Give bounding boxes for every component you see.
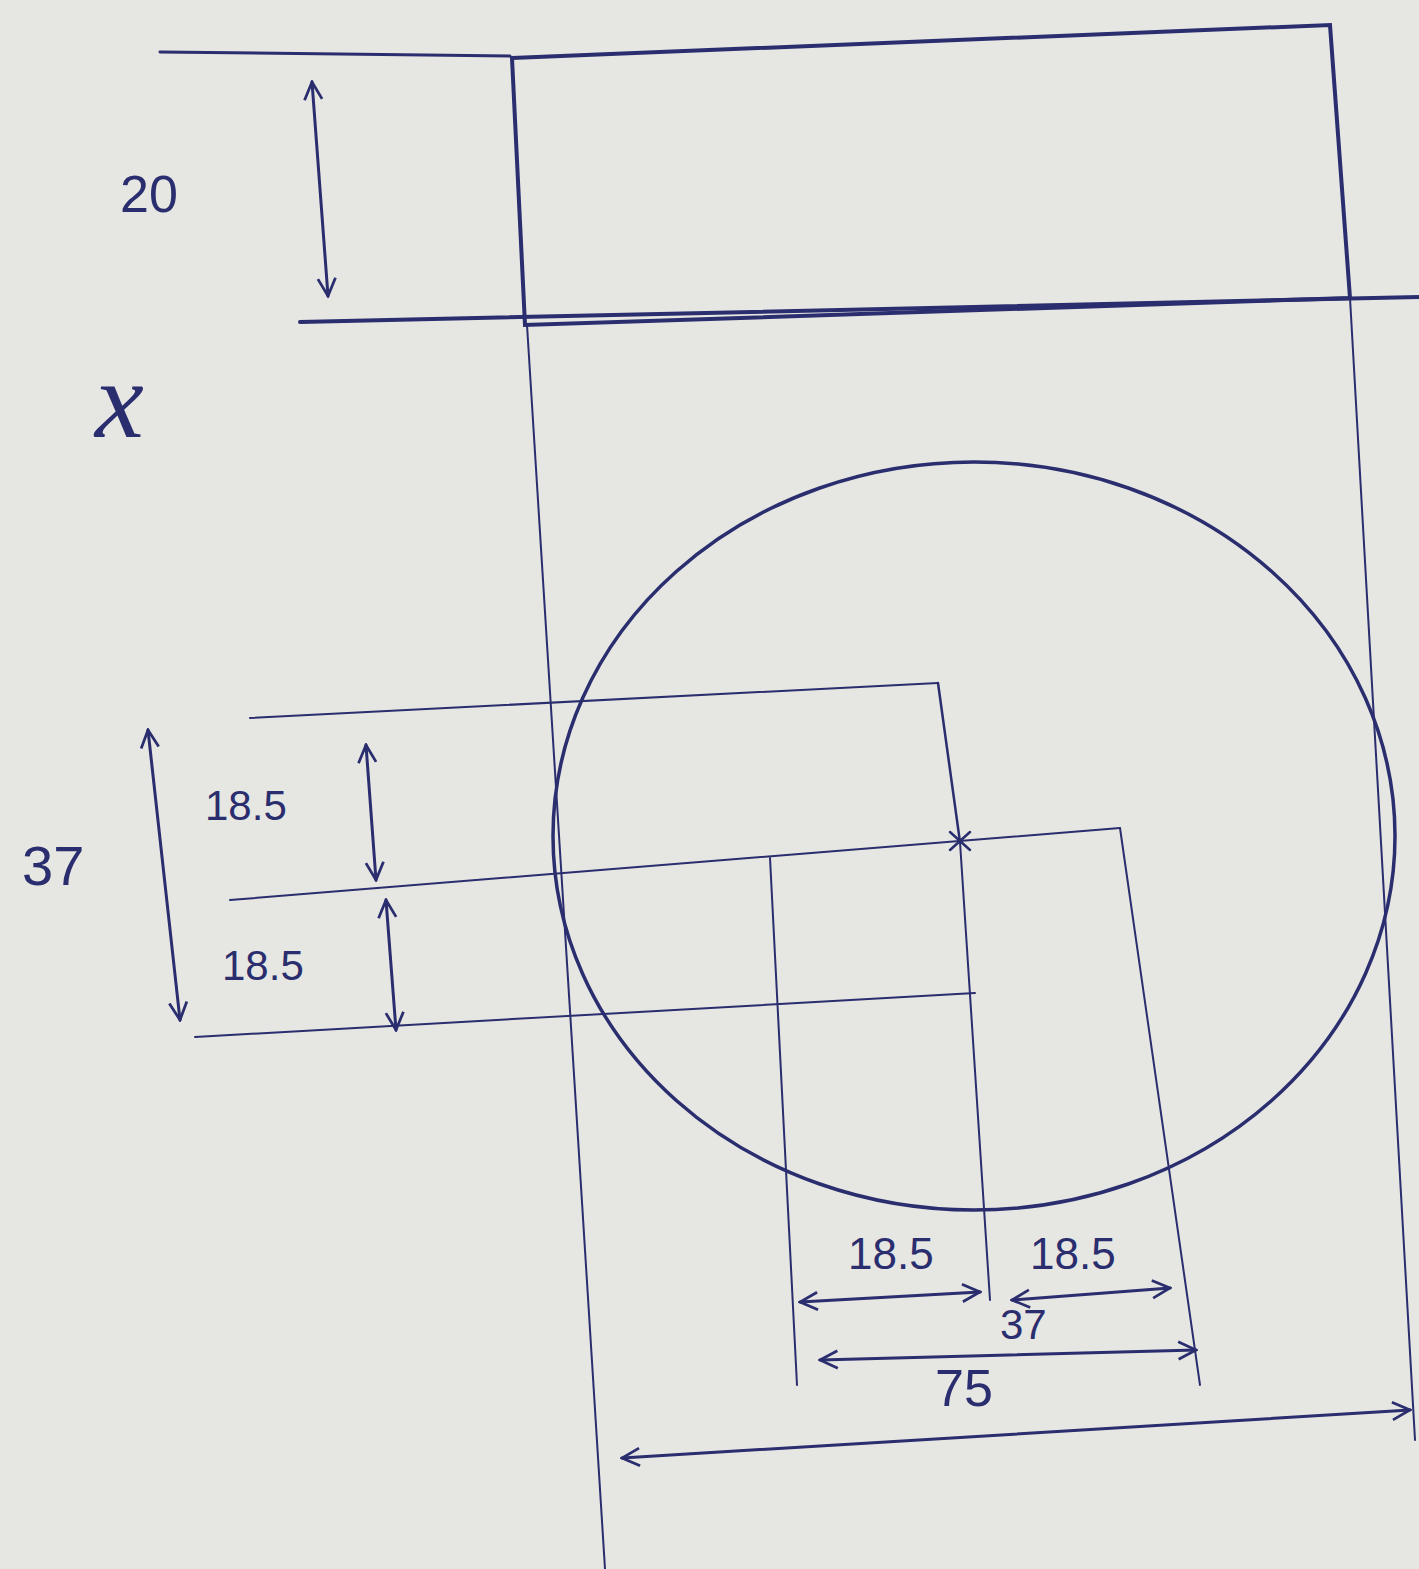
dimension-arrow [622, 1410, 1410, 1458]
dimension-label: 37 [22, 838, 84, 894]
dimension-arrow [386, 900, 396, 1030]
projection-line [527, 325, 605, 1569]
dimension-label: 18.5 [222, 945, 304, 987]
circle [553, 462, 1395, 1210]
dimension-label: 20 [120, 168, 178, 220]
dimension-arrow [800, 1292, 980, 1302]
dimension-label: 75 [935, 1362, 993, 1414]
dimension-label: 18.5 [205, 785, 287, 827]
variable-label: x [95, 345, 144, 455]
construction-line [960, 842, 990, 1300]
dimension-label: 37 [1000, 1304, 1047, 1346]
center-mark [950, 832, 970, 850]
top-block [512, 25, 1350, 325]
dimension-arrow [820, 1350, 1196, 1360]
dimension-arrow [1012, 1288, 1170, 1300]
extension-line [160, 52, 510, 56]
construction-line [195, 993, 975, 1037]
projection-line [1350, 298, 1415, 1440]
dimension-label: 18.5 [848, 1232, 934, 1276]
ground-line [300, 297, 1419, 322]
construction-line [1120, 828, 1200, 1385]
dimension-arrow [366, 745, 376, 880]
dimension-arrow [312, 82, 328, 296]
construction-line [770, 858, 797, 1385]
construction-line [250, 683, 938, 718]
construction-line [230, 828, 1120, 900]
construction-line [938, 683, 960, 842]
dimension-arrow [148, 730, 180, 1020]
dimension-label: 18.5 [1030, 1232, 1116, 1276]
